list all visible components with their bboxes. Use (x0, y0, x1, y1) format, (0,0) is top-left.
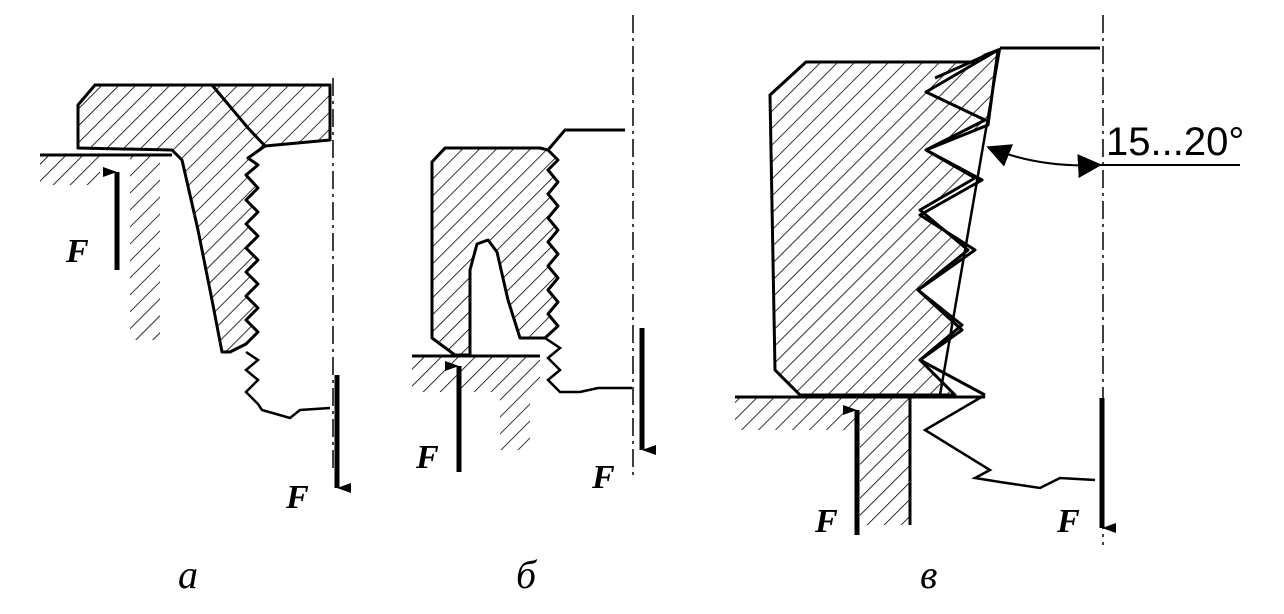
subfigure-label-b: б (516, 552, 538, 597)
force-label-b-right: F (591, 459, 615, 496)
force-label-v-left: F (814, 503, 838, 540)
bolt-thread-lower-v (922, 393, 1096, 490)
subfigure-a: F F а (40, 78, 351, 597)
support-hatch-a (40, 155, 100, 185)
bolt-thread-b (544, 336, 632, 394)
nut-top-a (95, 83, 330, 148)
subfigure-label-a: а (178, 552, 198, 597)
subfigure-b: F F б (412, 15, 656, 597)
bolt-cone-v (938, 47, 1002, 396)
support-hatch-v (735, 397, 910, 525)
subfigure-label-v: в (920, 552, 937, 597)
force-label-v-right: F (1056, 503, 1080, 540)
support-flange-a (130, 155, 160, 340)
force-label-a-left: F (65, 233, 89, 270)
nut-body-v (768, 48, 1000, 397)
nut-body-b (430, 146, 560, 357)
nut-top-b (546, 128, 625, 151)
force-label-a-right: F (285, 479, 309, 516)
support-hatch-b (412, 356, 540, 450)
nut-body-a (76, 83, 332, 354)
thread-teeth-v (916, 48, 1000, 397)
force-label-b-left: F (415, 439, 439, 476)
angle-label: 15...20° (1106, 120, 1244, 164)
bolt-thread-a (244, 350, 331, 420)
subfigure-v: F F 15...20° в (735, 15, 1244, 597)
angle-arc-v (986, 144, 1102, 179)
